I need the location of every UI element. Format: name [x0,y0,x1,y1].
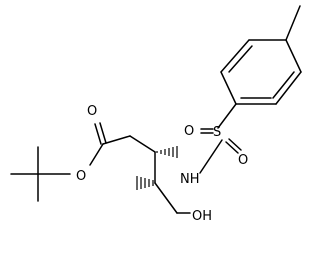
stereo-hash-bond-methyl [136,176,154,190]
hydroxyl-label: OH [192,209,212,224]
stereo-hash-bond-amine [156,146,178,158]
tolyl-ring [220,5,302,105]
structure-diagram: O O NH S O O OH [10,5,302,224]
sulfur-label: S [213,125,221,140]
sulfonyl-oxygen-left-label: O [184,124,194,139]
carbonyl-oxygen-label: O [87,104,97,119]
amine-label: NH [180,172,200,187]
sulfonyl-oxygen-right-label: O [238,153,248,168]
ester-group [89,122,131,166]
ester-oxygen-label: O [76,169,86,184]
tert-butyl-group [10,146,71,202]
sulfonamide-group [199,103,242,174]
carbon-backbone [129,135,191,214]
